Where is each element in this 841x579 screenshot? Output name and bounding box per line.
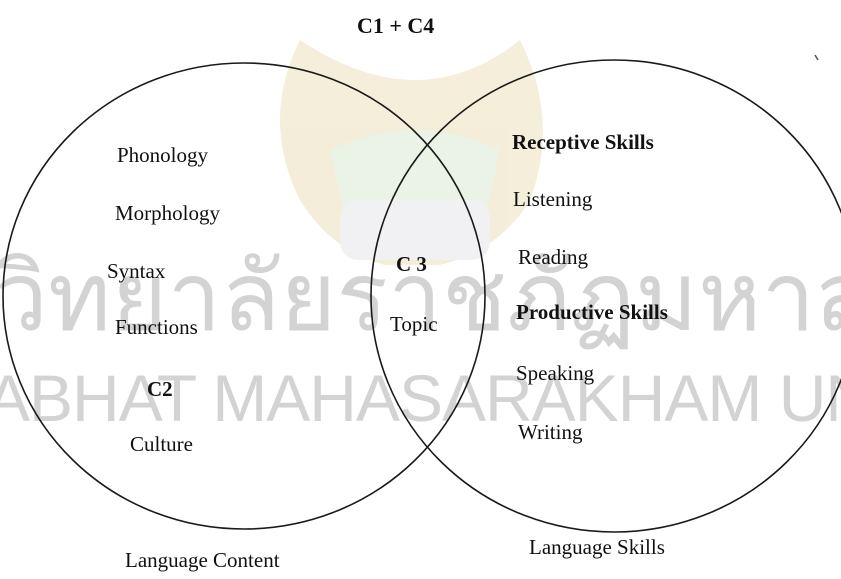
stray-mark bbox=[814, 54, 819, 61]
right-item-speaking: Speaking bbox=[516, 361, 595, 385]
watermark-thai-text: วิทยาลัยราชภัฏมหาสารคาม bbox=[0, 244, 841, 351]
language-content-circle bbox=[2, 62, 486, 530]
watermark-english-text: ABHAT MAHASARAKHAM UNIVERSITY bbox=[0, 361, 841, 435]
c3-label: C 3 bbox=[396, 252, 427, 276]
language-skills-caption: Language Skills bbox=[529, 535, 665, 559]
overlap-item-topic: Topic bbox=[390, 312, 438, 336]
receptive-skills-heading: Receptive Skills bbox=[512, 130, 654, 154]
right-item-reading: Reading bbox=[518, 245, 588, 269]
left-item-syntax: Syntax bbox=[107, 259, 166, 283]
right-item-listening: Listening bbox=[513, 187, 593, 211]
left-item-morphology: Morphology bbox=[115, 201, 220, 225]
c2-label: C2 bbox=[147, 377, 173, 401]
left-item-phonology: Phonology bbox=[117, 143, 209, 167]
language-skills-circle bbox=[370, 59, 841, 533]
left-item-functions: Functions bbox=[115, 315, 198, 339]
productive-skills-heading: Productive Skills bbox=[516, 300, 668, 324]
left-item-culture: Culture bbox=[130, 432, 193, 456]
top-label: C1 + C4 bbox=[357, 13, 435, 38]
language-content-caption: Language Content bbox=[125, 548, 280, 572]
right-item-writing: Writing bbox=[518, 420, 583, 444]
